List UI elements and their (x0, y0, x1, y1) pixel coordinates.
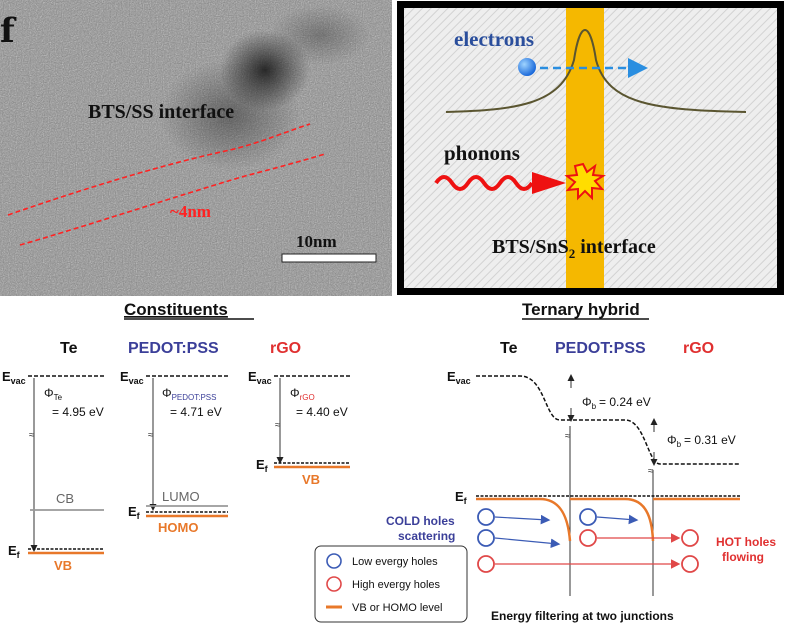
rgo-vb-label: VB (302, 472, 320, 487)
rgo-work-function: = 4.40 eV (296, 405, 348, 419)
rgo-evac-label: Evac (248, 369, 272, 386)
te-phi-label: ΦTe (44, 386, 63, 402)
tem-image-panel: f BTS/SS interface ~4nm 10nm (0, 0, 392, 296)
te-ef-label: Ef (8, 543, 21, 560)
te-vb-label: VB (54, 558, 72, 573)
phonon-scattering-burst (564, 162, 607, 201)
interface-line-lower (19, 153, 326, 246)
pedot-phi-label: ΦPEDOT:PSS (162, 386, 216, 402)
legend: Low evergy holes High evergy holes VB or… (314, 545, 468, 623)
hot-hole-4 (681, 555, 699, 573)
hot-holes-label-1: HOT holes (716, 535, 776, 549)
te-evac-label: Evac (2, 369, 26, 386)
te-work-function: = 4.95 eV (52, 405, 104, 419)
ternary-ef-label: Ef (455, 489, 468, 506)
ternary-heading-group: Ternary hybrid (522, 300, 649, 320)
hot-hole-2 (681, 529, 699, 547)
interface-schematic-panel: electrons phonons BTS/SnS2 interface (396, 0, 785, 296)
te-cb-label: CB (56, 491, 74, 506)
ternary-evac-label: Evac (447, 369, 471, 386)
pedot-title: PEDOT:PSS (128, 340, 219, 357)
energy-band-diagram: Constituents Ternary hybrid Te Evac ≈ ΦT… (0, 296, 785, 627)
ternary-vacuum-level (476, 375, 740, 465)
ternary-heading: Ternary hybrid (522, 300, 640, 319)
band-diagram-svg: Constituents Ternary hybrid Te Evac ≈ ΦT… (2, 300, 776, 623)
svg-text:≈: ≈ (29, 430, 35, 441)
te-title: Te (60, 340, 78, 357)
pedot-evac-label: Evac (120, 369, 144, 386)
pedot-work-function: = 4.71 eV (170, 405, 222, 419)
ternary-rgo-title: rGO (683, 340, 714, 357)
barrier-2-label: Φb= 0.31 eV (667, 433, 736, 449)
cold-holes-label-1: COLD holes (386, 514, 455, 528)
barrier-1-label: Φb= 0.24 eV (582, 395, 651, 411)
cold-holes-label-2: scattering (398, 529, 455, 543)
cold-hole-2 (579, 508, 597, 526)
rgo-title: rGO (270, 340, 301, 357)
hot-hole-1 (579, 529, 597, 547)
panel-letter: f (0, 11, 17, 51)
tem-micrograph: f BTS/SS interface ~4nm 10nm (0, 0, 392, 296)
legend-high-energy: High evergy holes (352, 579, 441, 591)
pedot-ef-label: Ef (128, 504, 141, 521)
ternary-pedot-title: PEDOT:PSS (555, 340, 646, 357)
legend-low-energy: Low evergy holes (352, 556, 438, 568)
svg-text:≈: ≈ (648, 466, 654, 477)
svg-text:≈: ≈ (148, 430, 154, 441)
electrons-label: electrons (454, 27, 534, 51)
phonon-wave (434, 175, 534, 191)
scale-bar (281, 253, 377, 263)
thickness-label: ~4nm (170, 202, 211, 221)
tem-interface-label: BTS/SS interface (88, 101, 234, 123)
hot-holes-label-2: flowing (722, 550, 764, 564)
electron-ball (518, 58, 536, 76)
legend-high-energy-marker (326, 576, 342, 592)
legend-low-energy-marker (326, 553, 342, 569)
hot-hole-3 (477, 555, 495, 573)
constituents-heading: Constituents (124, 300, 228, 319)
interface-schematic: electrons phonons BTS/SnS2 interface (397, 1, 784, 295)
te-band-bending (476, 497, 572, 542)
pedot-homo-label: HOMO (158, 520, 198, 535)
ternary-te-title: Te (500, 340, 518, 357)
potential-barrier-curve (445, 29, 747, 113)
constituents-heading-group: Constituents (124, 300, 254, 320)
energy-filtering-caption: Energy filtering at two junctions (491, 609, 674, 623)
svg-text:≈: ≈ (275, 420, 281, 431)
cold-hole-3 (477, 529, 495, 547)
schematic-interface-label: BTS/SnS2 interface (492, 236, 656, 261)
interface-line-upper (7, 123, 311, 216)
phonons-label: phonons (444, 141, 520, 165)
rgo-ef-label: Ef (256, 457, 269, 474)
rgo-phi-label: ΦrGO (290, 386, 315, 402)
scale-bar-label: 10nm (296, 232, 337, 251)
pedot-band-bending (570, 497, 655, 542)
legend-level: VB or HOMO level (352, 602, 442, 614)
interface-layer (566, 8, 604, 288)
cold-hole-1 (477, 508, 495, 526)
pedot-lumo-label: LUMO (162, 489, 200, 504)
svg-text:≈: ≈ (565, 431, 571, 442)
phonon-arrow-head (532, 172, 566, 194)
